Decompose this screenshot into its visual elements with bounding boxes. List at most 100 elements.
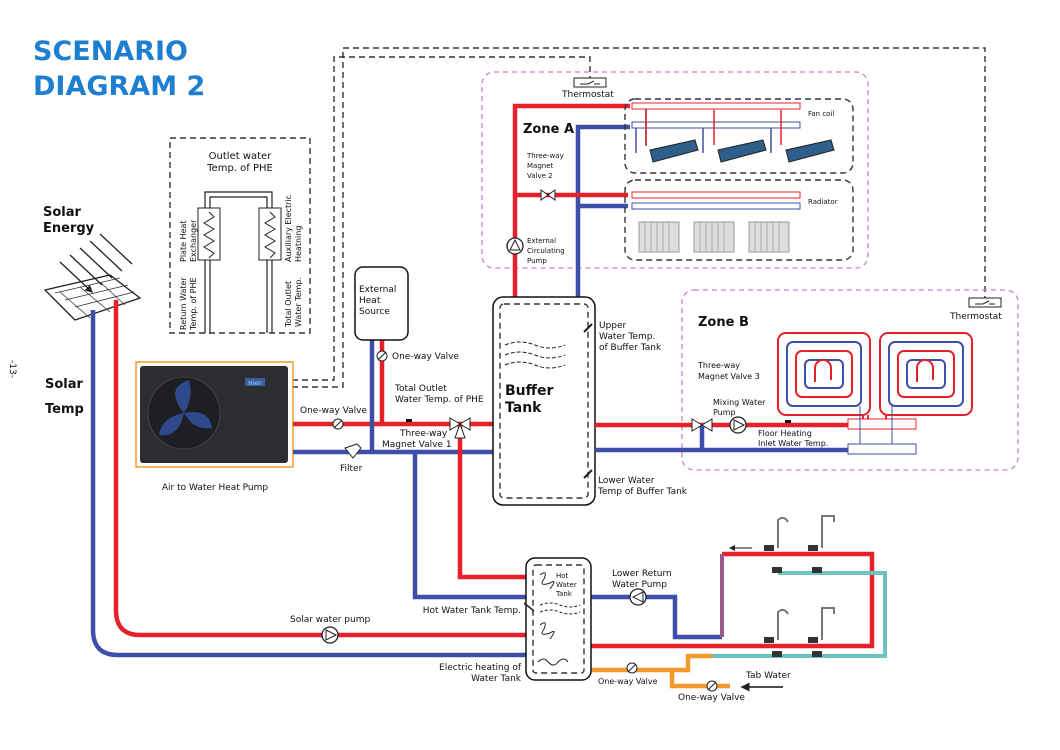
one-way-valve-icon[interactable] bbox=[376, 350, 388, 362]
tab-water-label: Tab Water bbox=[745, 671, 791, 681]
floor-return-manifold bbox=[847, 443, 917, 455]
page-number: -13- bbox=[7, 360, 17, 378]
control-line-zone-a bbox=[292, 56, 591, 381]
temp-sensor-icon bbox=[406, 419, 412, 422]
three-way-valve-3-icon[interactable] bbox=[691, 418, 713, 432]
fan-coil-unit-icon[interactable] bbox=[702, 110, 767, 163]
one-way-valve-ext-label: One-way Valve bbox=[392, 352, 459, 362]
fan-coil-supply-manifold bbox=[631, 102, 801, 110]
thermostat-a-icon bbox=[573, 77, 607, 88]
filter-label: Filter bbox=[340, 464, 363, 474]
phe-piping bbox=[204, 191, 273, 333]
heat-pump-brand-logo: Hien bbox=[248, 380, 262, 387]
radiator-label: Radiator bbox=[808, 198, 838, 206]
dhw-cold-pipe bbox=[710, 571, 887, 658]
radiator-icon[interactable] bbox=[693, 221, 735, 253]
temp-sensor-icon bbox=[583, 323, 593, 479]
water-wave-icon bbox=[504, 341, 566, 369]
one-way-valve-icon[interactable] bbox=[706, 680, 718, 692]
hot-water-tank-inner bbox=[532, 564, 585, 674]
one-way-valve-tap-label: One-way Valve bbox=[678, 693, 745, 703]
hot-water-tank-temp-label: Hot Water Tank Temp. bbox=[423, 606, 521, 616]
lower-return-pump-icon[interactable] bbox=[629, 588, 647, 606]
thermostat-a-label: Thermostat bbox=[561, 90, 614, 100]
one-way-valve-hp-label: One-way Valve bbox=[300, 406, 367, 416]
radiator-return-manifold bbox=[631, 202, 801, 210]
floor-heating-loop-icon bbox=[777, 332, 871, 444]
one-way-valve-tank-label: One-way Valve bbox=[598, 677, 658, 686]
solar-hot-pipe bbox=[113, 300, 527, 638]
solar-pump-label: Solar water pump bbox=[290, 615, 370, 625]
heat-pump-unit[interactable] bbox=[135, 361, 294, 468]
zone-a-label: Zone A bbox=[523, 122, 574, 137]
shower-icon[interactable] bbox=[808, 607, 835, 657]
radiator-icon[interactable] bbox=[748, 221, 790, 253]
dhw-coil-return-pipe bbox=[412, 452, 527, 600]
floor-heating-loop-icon bbox=[879, 332, 973, 444]
external-heat-source bbox=[354, 266, 409, 341]
one-way-valve-icon[interactable] bbox=[332, 418, 344, 430]
heat-pump-label: Air to Water Heat Pump bbox=[162, 483, 269, 493]
plate-heat-exchanger-icon bbox=[197, 207, 221, 261]
three-way-valve-1-icon[interactable] bbox=[449, 417, 471, 439]
fan-coil-unit-icon[interactable] bbox=[635, 109, 699, 163]
return-water-temp-label: Return WaterTemp. of PHE bbox=[179, 277, 198, 331]
external-pump-icon[interactable] bbox=[506, 237, 524, 255]
floor-supply-manifold bbox=[847, 418, 917, 430]
thermostat-b-icon bbox=[968, 297, 1002, 308]
total-outlet-temp-label: Total OutletWater Temp. bbox=[284, 277, 303, 328]
temp-sensor-icon bbox=[523, 602, 535, 612]
aux-heater-icon bbox=[258, 207, 282, 261]
buffer-tank bbox=[492, 296, 596, 506]
thermostat-b-label: Thermostat bbox=[949, 312, 1002, 322]
hot-water-tank bbox=[525, 557, 592, 681]
heating-coil-icon bbox=[537, 572, 569, 666]
water-wave-icon bbox=[539, 602, 581, 615]
zone-a-return-pipe bbox=[575, 124, 630, 298]
faucet-icon[interactable] bbox=[764, 516, 789, 573]
faucet-icon[interactable] bbox=[764, 608, 789, 657]
shower-icon[interactable] bbox=[808, 515, 835, 573]
three-way-valve-2-icon[interactable] bbox=[540, 189, 556, 201]
tap-water-pipe bbox=[590, 653, 712, 673]
aux-heating-label: Auxiliary ElectricHeatning bbox=[284, 195, 303, 262]
plate-heat-exchanger-label: Plate HeatExchanger bbox=[179, 219, 198, 262]
temp-sensor-icon bbox=[785, 420, 791, 423]
solar-panel-icon bbox=[43, 233, 142, 321]
fan-coil-group bbox=[624, 98, 854, 174]
tap-water-inlet-pipe bbox=[669, 670, 730, 689]
phe-box bbox=[169, 137, 311, 334]
dhw-return-pipe bbox=[590, 594, 722, 640]
zone-b-boundary bbox=[681, 289, 1019, 471]
solar-pump-icon[interactable] bbox=[321, 626, 339, 644]
radiator-icon[interactable] bbox=[638, 221, 680, 253]
filter-icon[interactable] bbox=[344, 443, 362, 459]
fan-coil-return-manifold bbox=[631, 121, 801, 129]
control-line-zone-b bbox=[292, 47, 986, 388]
buffer-tank-inner bbox=[499, 303, 589, 499]
mixing-pump-icon[interactable] bbox=[729, 416, 747, 434]
radiator-supply-manifold bbox=[631, 191, 801, 199]
zone-b-label: Zone B bbox=[698, 315, 749, 330]
title-line-1: SCENARIO bbox=[33, 36, 188, 67]
fan-coil-unit-icon[interactable] bbox=[770, 110, 835, 163]
one-way-valve-icon[interactable] bbox=[626, 662, 638, 674]
solar-return-pipe bbox=[90, 310, 527, 658]
